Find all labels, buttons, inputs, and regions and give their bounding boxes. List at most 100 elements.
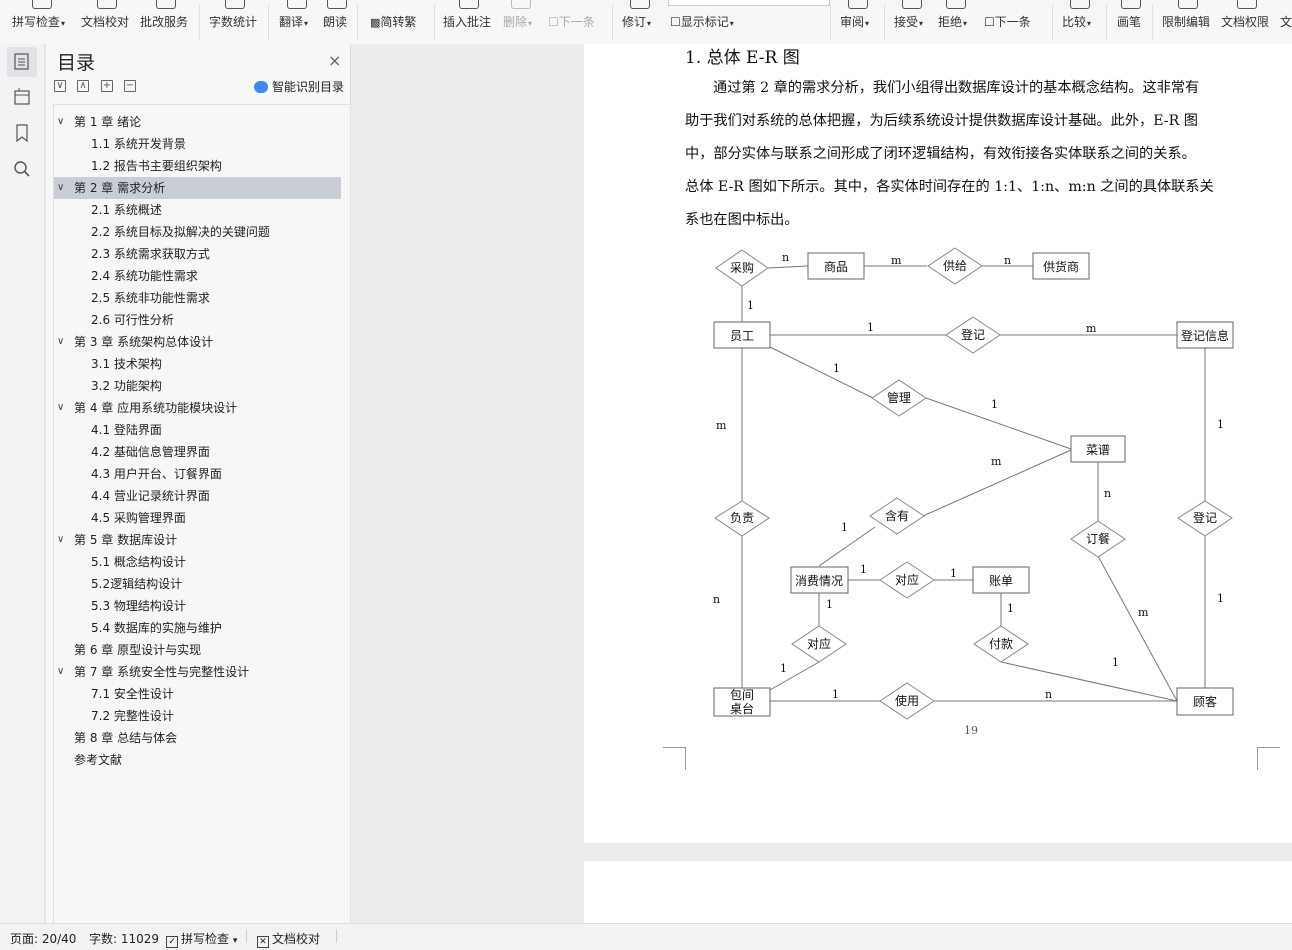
toc-item[interactable]: ∨第 7 章 系统安全性与完整性设计 — [54, 661, 344, 683]
smart-toc-button[interactable]: 智能识别目录 — [254, 78, 344, 95]
ai-icon — [254, 81, 268, 93]
word-count-button[interactable]: 字数统计 — [209, 0, 259, 44]
spell-check-button[interactable]: 拼写检查▾ — [12, 0, 70, 44]
page-indicator[interactable]: 页面: 20/40 — [10, 932, 77, 946]
toc-item[interactable]: 2.1 系统概述 — [91, 203, 162, 217]
expand-all-icon[interactable]: ∧ — [77, 80, 89, 92]
toc-pane-button[interactable] — [7, 47, 37, 77]
track-changes-button[interactable]: 修订▾ — [622, 0, 656, 44]
accept-button[interactable]: 接受▾ — [894, 0, 928, 44]
ribbon-separator — [1152, 4, 1153, 40]
x-box-icon: ✕ — [257, 936, 269, 948]
chevron-down-icon[interactable]: ∨ — [57, 182, 65, 193]
insert-comment-button[interactable]: 插入批注 — [443, 0, 493, 44]
comment-icon — [459, 0, 479, 9]
next-change-icon: ☐ — [984, 15, 995, 29]
review-button[interactable]: 审阅▾ — [840, 0, 874, 44]
toc-item[interactable]: ∨第 4 章 应用系统功能模块设计 — [54, 397, 344, 419]
toc-item[interactable]: 1.2 报告书主要组织架构 — [91, 159, 222, 173]
search-button[interactable] — [7, 154, 37, 184]
translate-button[interactable]: 翻译▾ — [279, 0, 313, 44]
restrict-editing-button[interactable]: 限制编辑 — [1162, 0, 1212, 44]
toc-title: 目录 — [57, 52, 96, 74]
chapter-nav-button[interactable] — [7, 82, 37, 112]
toc-item[interactable]: ∨第 5 章 数据库设计 — [54, 529, 344, 551]
status-separator — [336, 929, 337, 943]
collapse-all-icon[interactable]: ∨ — [54, 80, 66, 92]
toc-item-selected[interactable]: ∨第 2 章 需求分析 — [54, 177, 341, 199]
document-permission-button[interactable]: 文档权限 — [1221, 0, 1271, 44]
next-comment-button[interactable]: ☐下一条 — [548, 15, 595, 29]
navigation-rail — [0, 44, 45, 923]
document-page[interactable] — [584, 44, 1292, 843]
pen-button[interactable]: 画笔 — [1117, 0, 1143, 44]
chevron-down-icon[interactable]: ∨ — [57, 336, 65, 347]
toc-item[interactable]: 5.2逻辑结构设计 — [91, 577, 183, 591]
document-page-next[interactable] — [584, 861, 1292, 923]
chevron-down-icon[interactable]: ∨ — [57, 402, 65, 413]
chevron-down-icon[interactable]: ∨ — [57, 534, 65, 545]
correction-service-button[interactable]: 批改服务 — [140, 0, 190, 44]
toc-item[interactable]: 5.4 数据库的实施与维护 — [91, 621, 222, 635]
ribbon-separator — [199, 4, 200, 40]
toc-item[interactable]: 5.1 概念结构设计 — [91, 555, 186, 569]
toc-item[interactable]: 第 8 章 总结与体会 — [74, 731, 178, 745]
toc-list: ∨第 1 章 绪论 1.1 系统开发背景 1.2 报告书主要组织架构 ∨第 2 … — [53, 104, 351, 924]
word-count-icon — [225, 0, 245, 9]
toc-item[interactable]: 2.3 系统需求获取方式 — [91, 247, 210, 261]
toc-item[interactable]: 7.1 安全性设计 — [91, 687, 174, 701]
markup-dropdown[interactable] — [668, 0, 830, 6]
toc-item[interactable]: ∨第 3 章 系统架构总体设计 — [54, 331, 344, 353]
read-aloud-icon — [327, 0, 347, 9]
paragraph-line: 总体 E-R 图如下所示。其中，各实体时间存在的 1:1、1:n、m:n 之间的… — [685, 179, 1214, 195]
reject-button[interactable]: 拒绝▾ — [938, 0, 972, 44]
toc-icon — [14, 53, 29, 70]
toc-item[interactable]: 1.1 系统开发背景 — [91, 137, 186, 151]
ribbon-separator — [612, 4, 613, 40]
status-separator — [246, 929, 247, 943]
next-change-button[interactable]: ☐下一条 — [984, 15, 1031, 29]
toc-item[interactable]: 7.2 完整性设计 — [91, 709, 174, 723]
toc-item[interactable]: 3.2 功能架构 — [91, 379, 162, 393]
pen-icon — [1121, 0, 1141, 9]
simplified-to-traditional-button[interactable]: ▩简转繁 — [370, 15, 417, 29]
toc-item[interactable]: 3.1 技术架构 — [91, 357, 162, 371]
toc-item[interactable]: 第 6 章 原型设计与实现 — [74, 643, 202, 657]
ribbon-separator — [884, 4, 885, 40]
remove-heading-icon[interactable]: − — [124, 80, 136, 92]
review-icon — [848, 0, 868, 9]
overflow-button[interactable]: 文 — [1280, 15, 1292, 29]
read-aloud-button[interactable]: 朗读 — [323, 0, 349, 44]
page-corner-mark — [1257, 747, 1280, 770]
word-count-indicator[interactable]: 字数: 11029 — [89, 932, 160, 946]
toc-item[interactable]: 4.4 营业记录统计界面 — [91, 489, 210, 503]
ribbon-separator — [830, 4, 831, 40]
paragraph-line: 系也在图中标出。 — [685, 212, 799, 228]
check-icon: ✓ — [166, 936, 178, 948]
doc-check-status[interactable]: ✕文档校对 — [257, 930, 320, 948]
toc-item[interactable]: 2.6 可行性分析 — [91, 313, 174, 327]
close-icon[interactable]: × — [328, 51, 342, 70]
toc-item[interactable]: 2.5 系统非功能性需求 — [91, 291, 210, 305]
show-markup-button[interactable]: ☐显示标记▾ — [670, 15, 734, 29]
add-heading-icon[interactable]: + — [101, 80, 113, 92]
toc-item[interactable]: 2.2 系统目标及拟解决的关键问题 — [91, 225, 270, 239]
reject-icon — [946, 0, 966, 9]
compare-button[interactable]: 比较▾ — [1062, 0, 1096, 44]
doc-proofread-button[interactable]: 文档校对 — [81, 0, 131, 44]
toc-item[interactable]: 参考文献 — [74, 753, 123, 767]
toc-item[interactable]: 4.5 采购管理界面 — [91, 511, 186, 525]
toc-item[interactable]: ∨第 1 章 绪论 — [54, 111, 344, 133]
paragraph-line: 中，部分实体与联系之间形成了闭环逻辑结构，有效衔接各实体联系之间的关系。 — [685, 146, 1196, 162]
toc-item[interactable]: 5.3 物理结构设计 — [91, 599, 186, 613]
bookmark-button[interactable] — [7, 118, 37, 148]
toc-item[interactable]: 2.4 系统功能性需求 — [91, 269, 198, 283]
toc-item[interactable]: 4.3 用户开台、订餐界面 — [91, 467, 222, 481]
delete-comment-button[interactable]: 删除▾ — [503, 0, 537, 44]
toc-item[interactable]: 4.2 基础信息管理界面 — [91, 445, 210, 459]
correction-service-icon — [156, 0, 176, 9]
toc-item[interactable]: 4.1 登陆界面 — [91, 423, 162, 437]
chevron-down-icon[interactable]: ∨ — [57, 116, 65, 127]
spell-check-status[interactable]: ✓拼写检查 ▾ — [166, 930, 237, 948]
chevron-down-icon[interactable]: ∨ — [57, 666, 65, 677]
